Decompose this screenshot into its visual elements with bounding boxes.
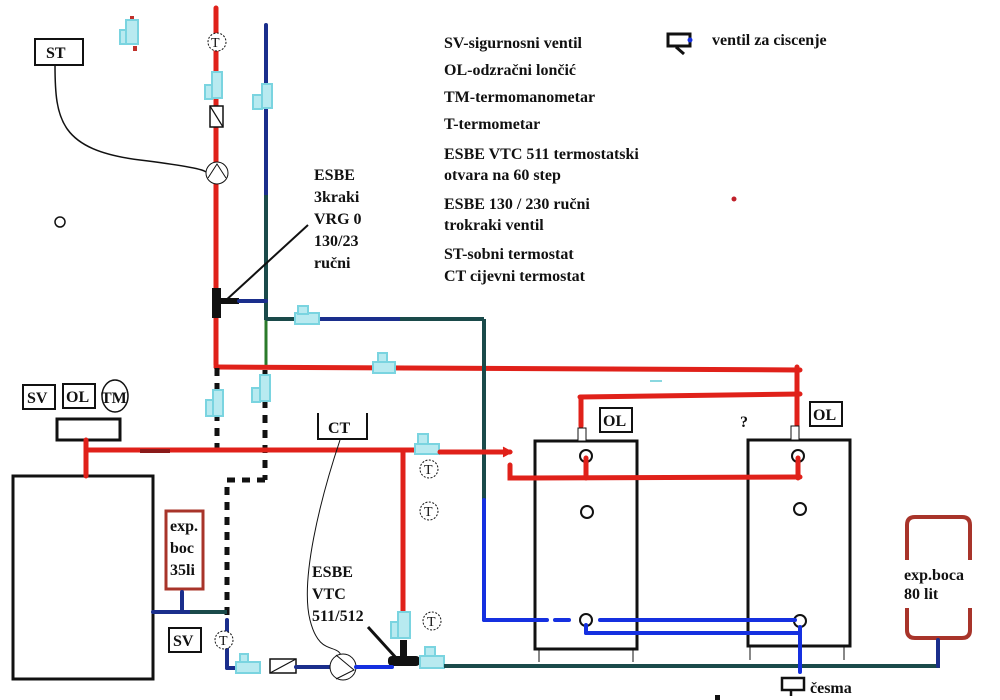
ol-label-box-tank2: OL: [809, 401, 843, 427]
esbe-vrg-label: ESBE 3kraki VRG 0 130/23 ručni: [223, 167, 362, 303]
expansion-vessel-35: exp. boc 35li: [164, 509, 205, 591]
svg-text:T: T: [424, 505, 433, 520]
cleaning-valve-label: ventil za ciscenje: [712, 32, 827, 49]
legend-item: ST-sobni termostat: [444, 246, 574, 263]
legend-item: CT cijevni termostat: [444, 268, 586, 285]
svg-text:boc: boc: [170, 540, 194, 557]
thermostatic-valve-icon: [388, 640, 420, 666]
valve-icon: [235, 653, 261, 674]
sv-label-box: SV: [22, 384, 56, 410]
boiler: [11, 474, 155, 681]
legend-item: trokraki ventil: [444, 217, 544, 234]
svg-text:T: T: [219, 634, 228, 649]
legend-item: T-termometar: [444, 116, 540, 133]
legend-item: ESBE VTC 511 termostatski: [444, 146, 639, 163]
pump-icon: [329, 653, 357, 681]
svg-text:VTC: VTC: [312, 586, 346, 603]
boiler-collector: [55, 417, 122, 442]
svg-text:OL: OL: [603, 413, 626, 430]
three-way-valve-icon: [212, 288, 268, 318]
hot-distribution-line: [213, 364, 803, 373]
question-mark: ?: [740, 414, 748, 431]
legend: SV-sigurnosni ventil OL-odzračni lončić …: [444, 32, 827, 285]
svg-text:ESBE: ESBE: [314, 167, 355, 184]
svg-text:ESBE: ESBE: [312, 564, 353, 581]
esbe-vtc-label: ESBE VTC 511/512: [312, 564, 400, 662]
valve-icon: [390, 611, 411, 639]
thermometer-icon: T: [422, 611, 442, 631]
svg-text:35li: 35li: [170, 562, 195, 579]
pump-icon: [205, 161, 229, 185]
svg-text:OL: OL: [813, 407, 836, 424]
legend-item: SV-sigurnosni ventil: [444, 35, 583, 52]
valve-icon: [419, 646, 445, 669]
svg-text:TM: TM: [101, 390, 127, 407]
red-dot-marker: [731, 196, 737, 202]
check-valve-icon: [209, 105, 224, 128]
check-valve-icon: [269, 658, 297, 674]
legend-item: ESBE 130 / 230 ručni: [444, 196, 590, 213]
svg-text:130/23: 130/23: [314, 233, 358, 250]
svg-text:VRG 0: VRG 0: [314, 211, 362, 228]
tap-cleaning-valve-icon: [780, 676, 806, 696]
ol-label-box: OL: [62, 383, 96, 409]
pipe-thermostat: CT: [306, 413, 368, 661]
cleaning-valve-icon: [666, 32, 693, 56]
legend-item: OL-odzračni lončić: [444, 62, 576, 79]
svg-text:exp.boca: exp.boca: [904, 567, 964, 584]
legend-item: TM-termomanometar: [444, 89, 595, 106]
expansion-vessel-80: exp.boca 80 lit: [904, 515, 972, 640]
sv-label-box-bottom: SV: [168, 627, 202, 653]
valve-icon: [414, 433, 440, 455]
svg-text:exp.: exp.: [170, 518, 198, 535]
tap-label: česma: [810, 680, 852, 697]
svg-text:ST: ST: [46, 45, 66, 62]
valve-icon: [251, 374, 271, 403]
svg-text:T: T: [427, 615, 436, 630]
valve-icon: [205, 389, 224, 417]
valve-icon: [294, 305, 320, 325]
svg-text:80 lit: 80 lit: [904, 586, 939, 603]
tm-gauge: TM: [101, 379, 129, 413]
thermometer-icon: T: [207, 32, 227, 52]
svg-text:3kraki: 3kraki: [314, 189, 360, 206]
svg-text:SV: SV: [173, 633, 194, 650]
ol-label-box-tank1: OL: [599, 407, 633, 433]
thermometer-icon: T: [214, 630, 234, 650]
legend-item: otvara na 60 step: [444, 167, 561, 184]
svg-text:ručni: ručni: [314, 255, 351, 272]
thermometer-icon: T: [419, 459, 439, 479]
svg-text:T: T: [424, 463, 433, 478]
thermometer-icon: T: [419, 501, 439, 521]
svg-text:SV: SV: [27, 390, 48, 407]
svg-text:OL: OL: [66, 389, 89, 406]
valve-icon: [204, 71, 223, 100]
valve-icon: [119, 16, 139, 51]
svg-text:511/512: 511/512: [312, 608, 364, 625]
circle-marker: [54, 216, 66, 228]
valve-icon: [252, 83, 273, 110]
svg-text:T: T: [211, 36, 220, 51]
valve-icon: [372, 352, 396, 374]
room-thermostat: ST: [34, 38, 209, 173]
svg-text:CT: CT: [328, 420, 351, 437]
